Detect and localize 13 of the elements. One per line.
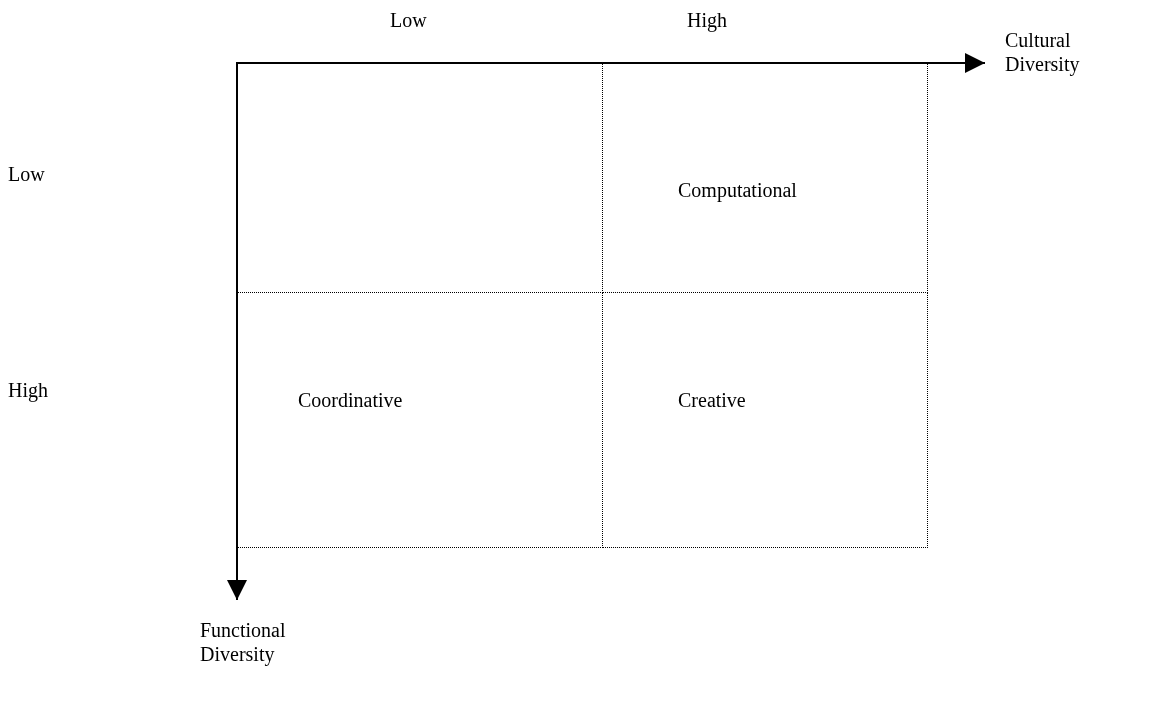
axis-level-label: Low — [390, 8, 427, 32]
axis-title: Functional Diversity — [200, 618, 287, 666]
quadrant-label: Computational — [678, 179, 797, 202]
axis-level-label: High — [8, 378, 48, 402]
axis-title: Cultural Diversity — [1005, 28, 1081, 76]
quadrant-cell — [603, 293, 928, 548]
quadrant-label: Creative — [678, 389, 746, 412]
quadrant-cell — [238, 293, 603, 548]
axis-level-label: High — [687, 8, 727, 32]
empty-cell — [238, 64, 603, 293]
quadrant-cell — [603, 64, 928, 293]
quadrant-label: Coordinative — [298, 389, 403, 412]
axis-level-label: Low — [8, 162, 45, 186]
